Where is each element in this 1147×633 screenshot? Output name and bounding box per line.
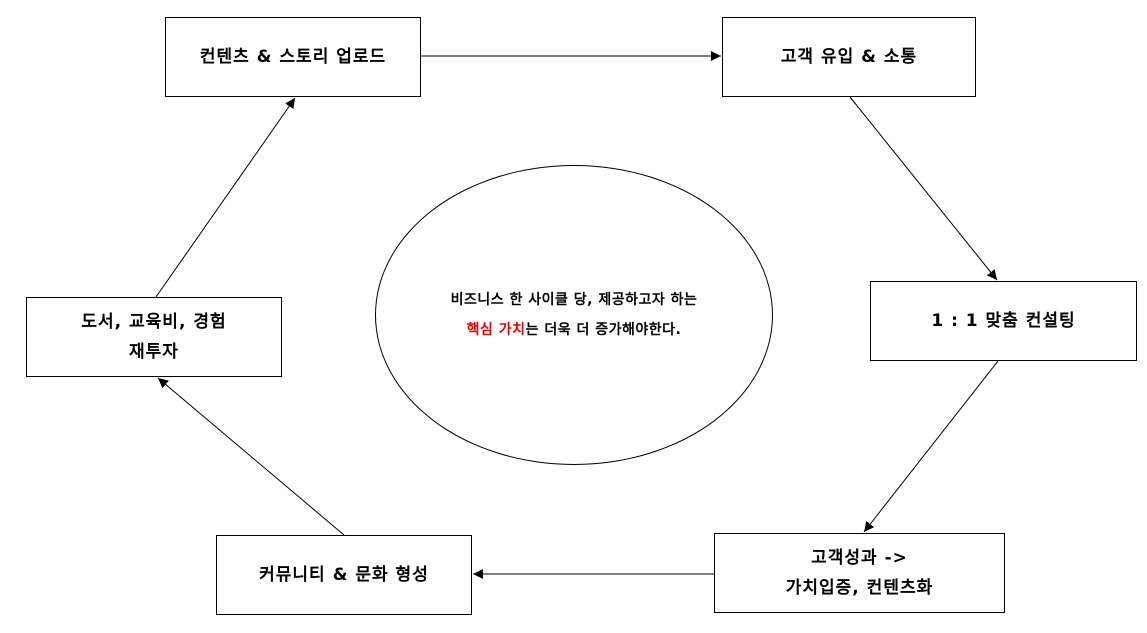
arrow-community-to-invest — [157, 377, 345, 536]
customer-results-label-line1: 고객성과 -> — [811, 548, 908, 568]
community-culture-label: 커뮤니티 & 문화 형성 — [259, 565, 429, 585]
core-value-ellipse — [375, 165, 773, 465]
customer-inflow-box: 고객 유입 & 소통 — [722, 17, 976, 97]
reinvestment-box: 도서, 교육비, 경험 재투자 — [26, 297, 282, 377]
reinvestment-label-line2: 재투자 — [129, 342, 179, 362]
customer-inflow-label: 고객 유입 & 소통 — [780, 47, 918, 67]
customer-results-label-line2: 가치입증, 컨텐츠화 — [785, 578, 934, 598]
consulting-label: 1 : 1 맞춤 컨설팅 — [931, 311, 1076, 331]
arrow-customer-to-consult — [849, 96, 998, 281]
content-upload-label: 컨텐츠 & 스토리 업로드 — [199, 47, 387, 67]
arrow-consult-to-results — [863, 360, 999, 533]
content-upload-box: 컨텐츠 & 스토리 업로드 — [165, 17, 421, 97]
core-value-highlight: 핵심 가치 — [466, 322, 526, 338]
core-value-line2: 핵심 가치는 더욱 더 증가해야한다. — [375, 315, 773, 345]
customer-results-box: 고객성과 -> 가치입증, 컨텐츠화 — [714, 533, 1005, 613]
consulting-box: 1 : 1 맞춤 컨설팅 — [870, 281, 1137, 361]
reinvestment-label-line1: 도서, 교육비, 경험 — [81, 312, 227, 332]
community-culture-box: 커뮤니티 & 문화 형성 — [216, 535, 472, 615]
arrow-invest-to-content — [155, 97, 296, 298]
core-value-line1: 비즈니스 한 사이클 당, 제공하고자 하는 — [450, 292, 698, 308]
core-value-statement: 비즈니스 한 사이클 당, 제공하고자 하는 핵심 가치는 더욱 더 증가해야한… — [375, 285, 773, 345]
core-value-line2-rest: 는 더욱 더 증가해야한다. — [525, 322, 682, 338]
